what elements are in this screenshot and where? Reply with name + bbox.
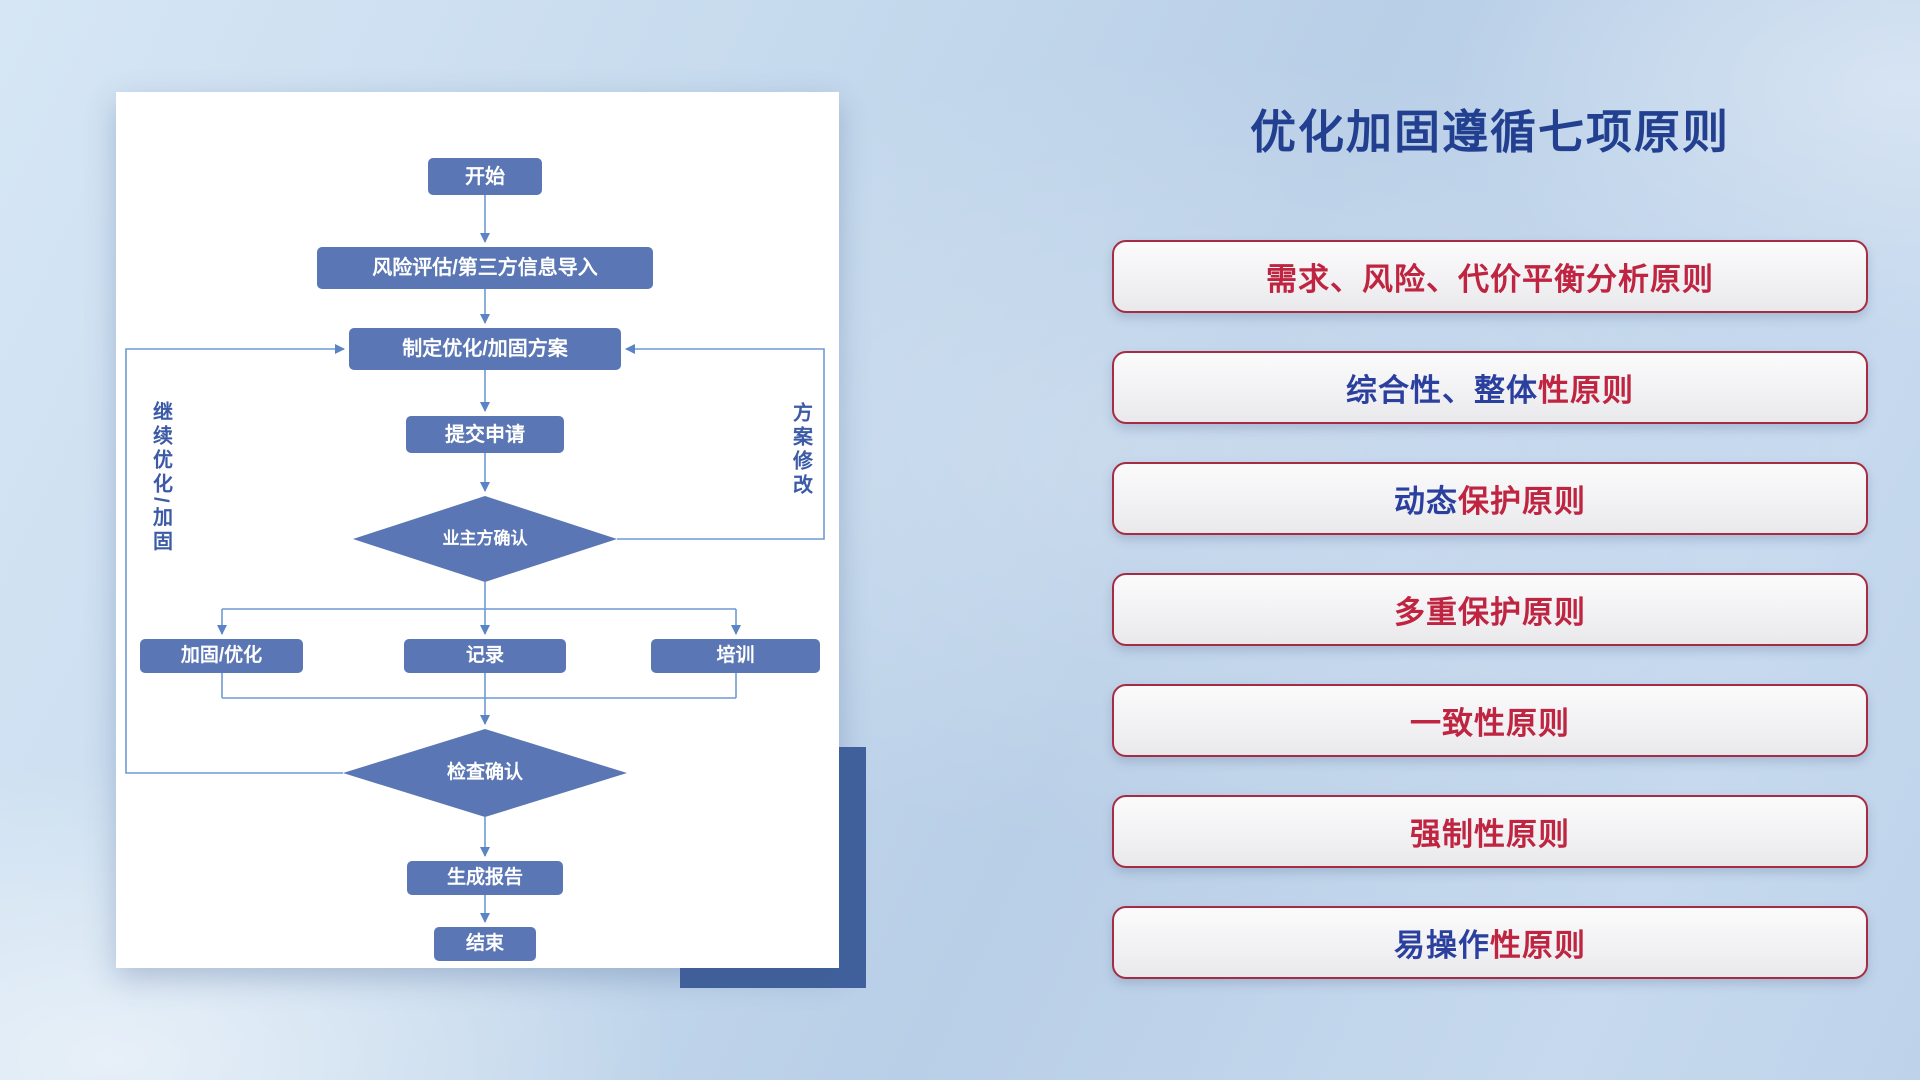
flow-node-end: 结束 [434, 927, 536, 961]
flow-node-risk-assessment: 风险评估/第三方信息导入 [317, 247, 653, 289]
principle-text-segment: 多重保护原则 [1394, 595, 1586, 630]
label-continue-optimize: 继续优化/加固 [149, 400, 172, 555]
principle-text-segment: 性原则 [1490, 928, 1586, 963]
principle-text-segment: 性原则 [1538, 373, 1634, 408]
principle-text-segment: 易操作 [1394, 928, 1490, 963]
flow-node-start: 开始 [428, 158, 542, 195]
flow-node-generate-report: 生成报告 [407, 861, 563, 895]
panel-title: 优化加固遵循七项原则 [1250, 106, 1730, 158]
principle-pill: 多重保护原则 [1112, 573, 1868, 646]
principle-pill: 强制性原则 [1112, 795, 1868, 868]
principle-text-segment: 综合性、整体 [1346, 373, 1538, 408]
flowchart-connectors [125, 195, 825, 923]
principle-text-segment: 一致性原则 [1410, 706, 1570, 741]
flowchart-card: 开始 风险评估/第三方信息导入 制定优化/加固方案 提交申请 业主方确认 加固/… [116, 92, 839, 968]
principle-pill: 动态保护原则 [1112, 462, 1868, 535]
label-plan-revision: 方案修改 [789, 402, 812, 498]
principle-pill: 需求、风险、代价平衡分析原则 [1112, 240, 1868, 313]
flow-node-training: 培训 [651, 639, 820, 673]
principles-list: 需求、风险、代价平衡分析原则综合性、整体性原则动态保护原则多重保护原则一致性原则… [1112, 240, 1868, 979]
flow-node-record: 记录 [404, 639, 566, 673]
principle-pill: 易操作性原则 [1112, 906, 1868, 979]
principle-pill: 一致性原则 [1112, 684, 1868, 757]
principles-panel: 优化加固遵循七项原则 需求、风险、代价平衡分析原则综合性、整体性原则动态保护原则… [1112, 0, 1868, 1080]
principle-pill: 综合性、整体性原则 [1112, 351, 1868, 424]
connector-lines [125, 195, 825, 923]
principle-text-segment: 保护原则 [1458, 484, 1586, 519]
principle-text-segment: 需求、风险、代价平衡分析原则 [1266, 262, 1714, 297]
principle-text-segment: 动态 [1394, 484, 1458, 519]
principle-text-segment: 强制性原则 [1410, 817, 1570, 852]
flow-node-make-plan: 制定优化/加固方案 [349, 328, 621, 370]
flow-node-harden-optimize: 加固/优化 [140, 639, 303, 673]
flow-node-submit-application: 提交申请 [406, 416, 564, 453]
